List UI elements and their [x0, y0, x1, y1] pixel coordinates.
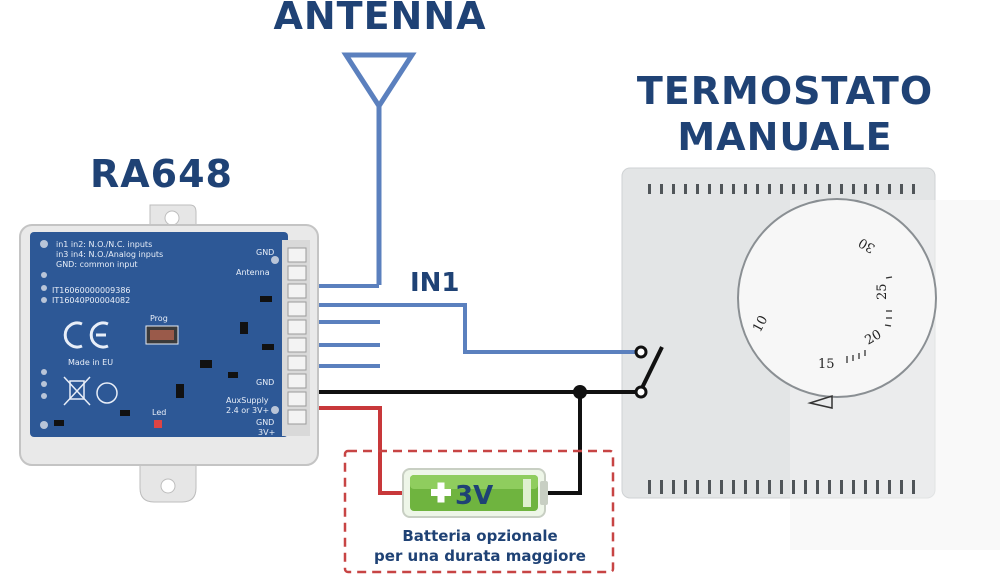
board-prog-label: Prog — [150, 314, 168, 323]
antenna-label: ANTENNA — [273, 0, 487, 38]
board-header-line1: in1 in2: N.O./N.C. inputs — [56, 240, 153, 249]
ra648-module — [19, 204, 319, 503]
device-label: RA648 — [90, 152, 233, 196]
battery-voltage-label: 3V — [455, 481, 493, 511]
dial-pointer-icon — [807, 394, 833, 409]
terminal-block — [287, 247, 307, 425]
battery-note-line1: Batteria opzionale — [402, 527, 558, 545]
blue-wires — [300, 284, 637, 368]
board-led-label: Led — [152, 408, 167, 417]
top-vent-slots — [648, 184, 915, 194]
dial-mark-15: 15 — [818, 357, 835, 372]
dial-mark-25: 25 — [875, 283, 890, 300]
bottom-vent-slots — [648, 480, 915, 494]
board-header-line2: in3 in4: N.O./Analog inputs — [56, 250, 164, 259]
battery-note: Batteria opzionale per una durata maggio… — [350, 526, 610, 566]
pcb-pads — [40, 240, 279, 429]
switch-symbol — [573, 345, 664, 399]
antenna-icon — [341, 52, 417, 285]
board-header-line3: GND: common input — [56, 260, 138, 269]
board-code1: IT16060000009386 — [52, 286, 131, 295]
weee-bin-icon — [63, 376, 91, 406]
board-made-in: Made in EU — [68, 358, 114, 367]
pin-gnd-mid: GND — [256, 378, 275, 387]
dial-ticks — [846, 276, 893, 363]
dial-mark-20: 20 — [863, 327, 885, 348]
in1-wire — [300, 303, 637, 354]
pin-antenna: Antenna — [236, 268, 270, 277]
dial-mark-10: 10 — [750, 313, 771, 335]
battery-icon: 3V — [402, 468, 548, 518]
board-aux-supply: AuxSupply — [226, 396, 269, 405]
optional-battery-box — [343, 449, 615, 574]
board-code2: IT16040P00004082 — [52, 296, 131, 305]
battery-note-line2: per una durata maggiore — [374, 547, 586, 565]
led-indicator — [154, 420, 162, 428]
pb-free-icon — [96, 382, 118, 404]
thermostat-dial — [737, 198, 937, 398]
pin-gnd-bottom: GND — [256, 418, 275, 427]
pin-gnd-top: GND — [256, 248, 275, 257]
battery-negative-wire — [547, 392, 582, 495]
thermostat-unit: 10 15 20 25 30 — [621, 167, 1000, 550]
ce-mark-icon — [63, 321, 109, 349]
pcb-components — [54, 296, 274, 426]
pin-3v: 3V+ — [258, 428, 276, 437]
board-aux-voltage: 2.4 or 3V+ — [226, 406, 270, 415]
thermostat-label-line1: TERMOSTATO — [636, 69, 934, 113]
thermostat-label: TERMOSTATO MANUALE — [620, 68, 950, 160]
in1-label: IN1 — [410, 268, 460, 298]
junction-dot — [573, 385, 587, 399]
thermostat-label-line2: MANUALE — [677, 115, 893, 159]
dial-mark-30: 30 — [856, 234, 878, 255]
